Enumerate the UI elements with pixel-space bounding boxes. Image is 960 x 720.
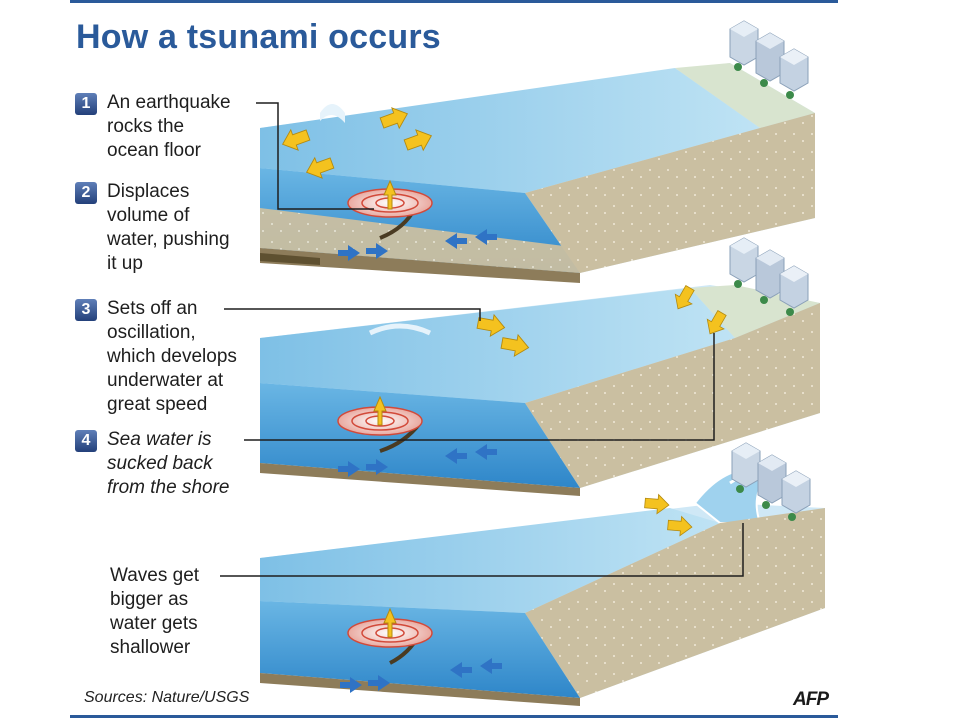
step-text-line: rocks the <box>107 116 185 137</box>
tsunami-illustration <box>220 20 825 706</box>
infographic-panel: How a tsunami occurs 1 An earthquake roc… <box>70 0 838 718</box>
diagram-block-3 <box>260 442 825 706</box>
diagram-block-2 <box>260 237 820 496</box>
step-text-line: oscillation, <box>107 322 196 343</box>
step-text-line: Sea water is <box>107 429 212 450</box>
page-title: How a tsunami occurs <box>76 18 441 56</box>
step-number-badge: 4 <box>75 430 97 452</box>
step-text-line: Waves get <box>110 565 200 586</box>
step-text: Sets off an oscillation, which develops … <box>107 297 267 417</box>
step-text-line: Sets off an <box>107 298 198 319</box>
step-text-line: from the shore <box>107 477 230 498</box>
diagram-block-1 <box>260 20 815 283</box>
step-text: An earthquake rocks the ocean floor <box>107 91 267 163</box>
sources-credit: Sources: Nature/USGS <box>84 689 250 706</box>
step-number-badge: 3 <box>75 299 97 321</box>
step-text-line: great speed <box>107 394 208 415</box>
step-text-line: volume of <box>107 205 190 226</box>
step-text: Waves get bigger as water gets shallower <box>110 564 270 660</box>
step-text-line: ocean floor <box>107 140 202 161</box>
leader-lines <box>220 102 744 577</box>
step-text-line: sucked back <box>107 453 213 474</box>
step-number-badge: 1 <box>75 93 97 115</box>
step-text-line: underwater at <box>107 370 224 391</box>
step-number-badge: 2 <box>75 182 97 204</box>
yellow-arrow-icon <box>278 103 436 210</box>
leader-line-5 <box>220 523 744 577</box>
step-text-line: water gets <box>110 613 198 634</box>
yellow-arrow-icon <box>383 493 694 638</box>
step-text-line: An earthquake <box>107 92 231 113</box>
step-text-line: bigger as <box>110 589 189 610</box>
leader-line-3 <box>224 308 481 321</box>
step-text-line: which develops <box>107 346 237 367</box>
leader-line-1 <box>256 102 374 210</box>
afp-logo: AFP <box>793 689 829 710</box>
step-text: Sea water is sucked back from the shore <box>107 428 267 500</box>
step-text-line: Displaces <box>107 181 190 202</box>
step-text-line: shallower <box>110 637 191 658</box>
bottom-rule <box>70 715 838 718</box>
step-text: Displaces volume of water, pushing it up <box>107 180 267 276</box>
step-text-line: water, pushing <box>107 229 230 250</box>
yellow-arrow-icon <box>373 282 731 426</box>
leader-line-4 <box>244 333 715 441</box>
step-text-line: it up <box>107 253 143 274</box>
